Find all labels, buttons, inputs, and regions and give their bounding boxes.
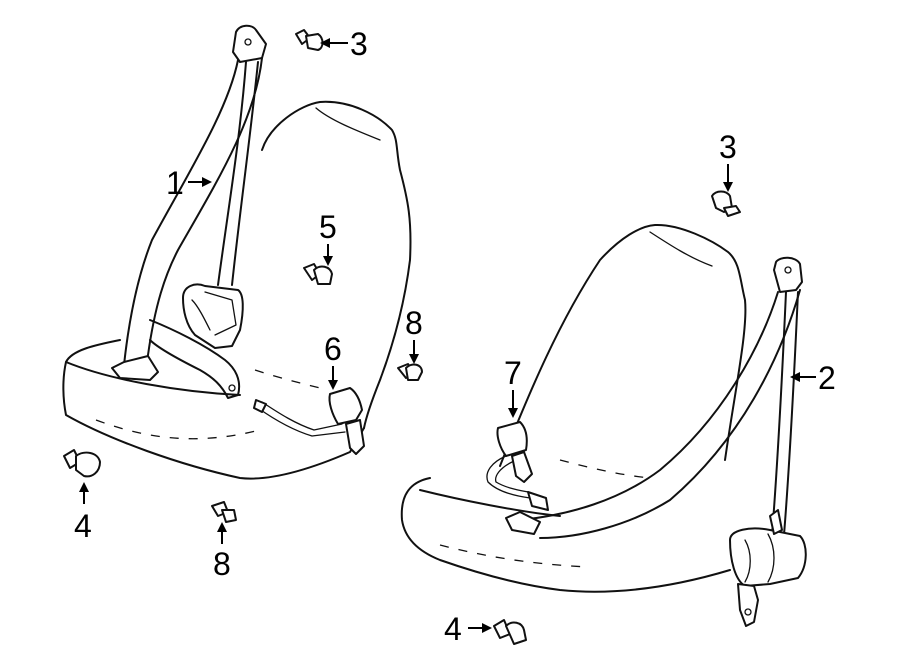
bolt-8-bottom: [211, 501, 237, 523]
left-seat: [62, 100, 412, 480]
callout-8-center: 8: [405, 305, 423, 341]
bolt-5: [303, 263, 333, 285]
right-buckle: [486, 421, 549, 511]
bolt-4-bottom: [493, 619, 527, 645]
left-buckle: [253, 387, 365, 455]
bolt-3-top: [295, 29, 324, 51]
callout-8-bottom: 8: [213, 546, 231, 582]
callout-4-left: 4: [74, 508, 92, 544]
left-belt-assembly: [111, 24, 267, 399]
callout-7: 7: [504, 355, 522, 391]
callout-1: 1: [166, 165, 184, 201]
callout-5: 5: [319, 209, 337, 245]
callout-3-top: 3: [350, 26, 368, 62]
bolt-8-center: [397, 363, 423, 381]
callout-3-right: 3: [719, 129, 737, 165]
bolt-4-left: [63, 449, 101, 478]
right-seat: [400, 223, 747, 593]
callout-6: 6: [324, 331, 342, 367]
bolt-3-right: [711, 190, 741, 217]
callout-2: 2: [818, 360, 836, 396]
callout-arrows: [79, 38, 816, 633]
right-belt-assembly: [505, 256, 807, 627]
callout-4-bottom: 4: [444, 611, 462, 647]
